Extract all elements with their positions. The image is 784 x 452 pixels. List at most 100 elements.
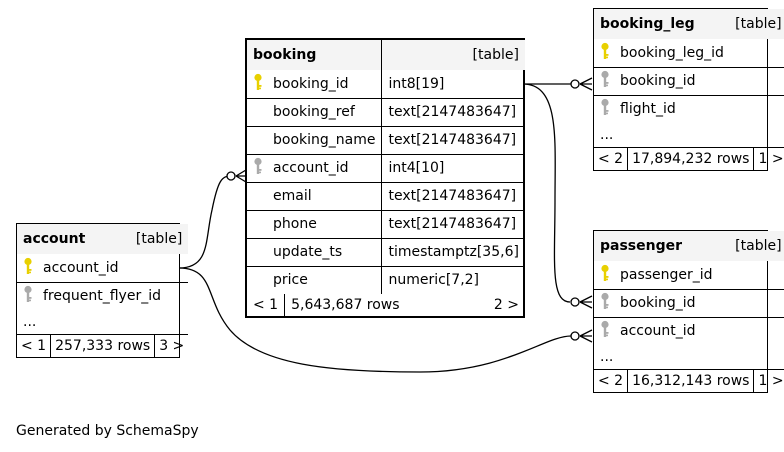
primary-key-icon [23, 257, 37, 279]
children-count[interactable]: 1 > [758, 372, 784, 389]
column-name: email [273, 188, 312, 204]
foreign-key-icon [23, 285, 37, 307]
link-booking-passenger [522, 83, 571, 303]
column-name-cell[interactable]: account_id [594, 316, 784, 345]
column-name-cell[interactable]: flight_id [594, 94, 784, 123]
column-type: text[2147483647] [381, 181, 525, 211]
table-kind: [table] [719, 9, 784, 39]
column-type: timestamptz[35,6] [381, 237, 525, 267]
column-name-cell[interactable]: booking_id [247, 70, 383, 99]
column-name: booking_id [620, 295, 696, 311]
parents-count[interactable]: < 2 [594, 369, 629, 392]
column-name: flight_id [620, 101, 676, 118]
column-type: numeric[7,2] [381, 265, 525, 294]
column-row[interactable]: account_id [17, 254, 189, 283]
foreign-key-icon [600, 320, 614, 342]
primary-key-icon [600, 264, 614, 286]
parents-count[interactable]: < 1 [247, 294, 286, 316]
crowfoot-passenger-booking [579, 295, 593, 309]
children-count[interactable]: 3 > [159, 337, 185, 354]
table-footer: < 1 257,333 rows 3 > [17, 333, 189, 357]
column-name-cell[interactable]: booking_id [594, 288, 784, 318]
column-row[interactable]: account_id [594, 316, 784, 345]
column-name-cell[interactable]: booking_leg_id [594, 39, 784, 68]
children-count[interactable]: 2 > [493, 297, 519, 313]
column-name-cell[interactable]: update_ts [247, 237, 383, 267]
column-name-cell[interactable]: booking_ref [247, 97, 383, 127]
column-name: account_id [620, 323, 696, 340]
link-account-booking [178, 175, 232, 269]
column-row[interactable]: price numeric[7,2] [247, 265, 525, 294]
primary-key-icon [253, 73, 267, 95]
foreign-key-icon [600, 292, 614, 314]
column-name: booking_id [273, 75, 349, 92]
column-name-cell[interactable]: phone [247, 209, 383, 239]
table-name[interactable]: account [17, 224, 113, 254]
more-columns: ... [594, 123, 784, 148]
generated-by-label: Generated by SchemaSpy [16, 423, 199, 439]
column-type: text[2147483647] [381, 125, 525, 155]
column-name-cell[interactable]: passenger_id [594, 261, 784, 290]
table-name[interactable]: booking_leg [594, 9, 720, 39]
column-row[interactable]: booking_name text[2147483647] [247, 125, 525, 155]
column-type: text[2147483647] [381, 97, 525, 127]
column-row[interactable]: booking_id [594, 288, 784, 318]
column-name-cell[interactable]: price [247, 265, 383, 294]
table-name[interactable]: passenger [594, 231, 714, 261]
column-row[interactable]: booking_leg_id [594, 39, 784, 68]
table-footer: < 2 16,312,143 rows 1 > [594, 368, 784, 392]
column-row[interactable]: account_id int4[10] [247, 153, 525, 183]
row-count: 16,312,143 rows [628, 369, 755, 392]
parents-count[interactable]: < 1 [17, 334, 52, 357]
crowfoot-booking-account [235, 169, 247, 183]
row-count: 5,643,687 rows [291, 297, 400, 313]
column-name: booking_id [620, 73, 696, 89]
link-end-circle [570, 331, 580, 341]
link-end-circle [226, 171, 236, 181]
column-name: update_ts [273, 244, 343, 260]
column-name-cell[interactable]: booking_id [594, 66, 784, 96]
column-row[interactable]: email text[2147483647] [247, 181, 525, 211]
column-row[interactable]: passenger_id [594, 261, 784, 290]
column-name-cell[interactable]: account_id [17, 254, 189, 283]
table-kind: [table] [112, 224, 189, 254]
table-name[interactable]: booking [247, 40, 383, 70]
foreign-key-icon [253, 157, 267, 179]
column-row[interactable]: booking_ref text[2147483647] [247, 97, 525, 127]
table-kind: [table] [381, 40, 525, 70]
table-footer: < 2 17,894,232 rows 1 > [594, 146, 784, 170]
crowfoot-passenger-account [579, 329, 593, 343]
column-name: booking_name [273, 132, 376, 148]
column-name-cell[interactable]: booking_name [247, 125, 383, 155]
column-name: passenger_id [620, 266, 713, 283]
column-row[interactable]: update_ts timestamptz[35,6] [247, 237, 525, 267]
column-row[interactable]: frequent_flyer_id [17, 281, 189, 310]
column-row[interactable]: flight_id [594, 94, 784, 123]
column-name: account_id [273, 160, 349, 176]
column-name-cell[interactable]: email [247, 181, 383, 211]
parents-count[interactable]: < 2 [594, 147, 629, 170]
link-account-passenger [178, 267, 572, 373]
column-name-cell[interactable]: frequent_flyer_id [17, 281, 189, 310]
column-type: int4[10] [381, 153, 525, 183]
primary-key-icon [600, 42, 614, 64]
children-count[interactable]: 1 > [758, 150, 784, 167]
more-columns: ... [17, 310, 189, 335]
link-end-circle [570, 79, 580, 89]
column-name: booking_ref [273, 104, 355, 120]
column-name: account_id [43, 259, 119, 276]
column-type: text[2147483647] [381, 209, 525, 239]
column-name: booking_leg_id [620, 44, 724, 61]
table-account[interactable]: account [table] account_id frequent_flyer… [16, 223, 189, 358]
crowfoot-bookingleg-booking [579, 77, 593, 91]
column-name-cell[interactable]: account_id [247, 153, 383, 183]
column-row[interactable]: booking_id [594, 66, 784, 96]
row-count: 257,333 rows [51, 334, 156, 357]
column-name: price [273, 272, 308, 289]
